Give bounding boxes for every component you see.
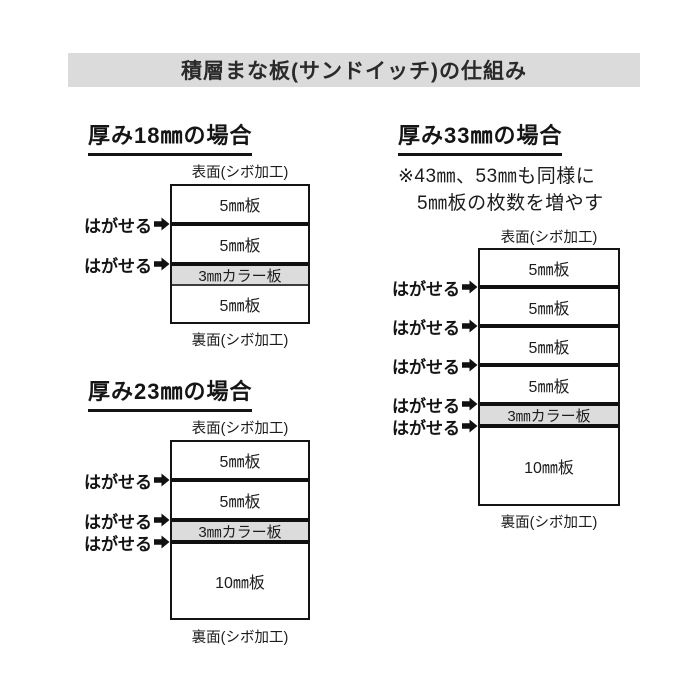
peel-seam-line	[172, 478, 308, 482]
right-block-arrow-icon	[154, 257, 170, 271]
back-surface-label: 裏面(シボ加工)	[191, 630, 289, 646]
layer-5mm: 5㎜板	[219, 454, 261, 471]
right-block-arrow-icon	[154, 473, 170, 487]
right-block-arrow-icon	[154, 535, 170, 549]
peel-seam-line	[480, 324, 618, 328]
section-33mm-heading: 厚み33㎜の場合	[398, 118, 563, 156]
peel-seam-line	[480, 363, 618, 367]
layer-10mm: 10㎜板	[215, 575, 265, 592]
peel-label: はがせる	[84, 216, 152, 236]
front-surface-label: 表面(シボ加工)	[191, 421, 289, 437]
peel-label: はがせる	[392, 418, 460, 438]
right-block-arrow-icon	[462, 419, 478, 433]
layer-5mm: 5㎜板	[219, 198, 261, 215]
back-surface-label: 裏面(シボ加工)	[191, 333, 289, 349]
peel-label: はがせる	[84, 512, 152, 532]
layer-10mm: 10㎜板	[524, 460, 574, 477]
peel-label: はがせる	[84, 534, 152, 554]
section-18mm-heading-wrap: 厚み18㎜の場合	[88, 118, 253, 156]
layer-3mm-color: 3㎜カラー板	[172, 522, 308, 541]
peel-row: はがせる	[84, 531, 170, 554]
right-block-arrow-icon	[462, 319, 478, 333]
section-23mm-heading: 厚み23㎜の場合	[88, 374, 253, 412]
layer-5mm: 5㎜板	[528, 300, 570, 318]
peel-row: はがせる	[84, 213, 170, 236]
peel-label: はがせる	[84, 256, 152, 276]
right-block-arrow-icon	[462, 358, 478, 372]
layer-5mm: 5㎜板	[219, 238, 261, 255]
peel-seam-line	[172, 518, 308, 522]
peel-seam-line	[480, 285, 618, 289]
back-surface-label: 裏面(シボ加工)	[500, 515, 598, 531]
peel-row: はがせる	[84, 509, 170, 532]
stack-diagram-23mm: 5㎜板 5㎜板 3㎜カラー板 10㎜板	[170, 440, 310, 620]
section-23mm-heading-wrap: 厚み23㎜の場合	[88, 374, 253, 412]
diagram-title-bar: 積層まな板(サンドイッチ)の仕組み	[68, 53, 640, 87]
layer-5mm: 5㎜板	[528, 339, 570, 357]
right-block-arrow-icon	[154, 217, 170, 231]
note-line-2: 5㎜板の枚数を増やす	[417, 193, 604, 214]
section-18mm-heading: 厚み18㎜の場合	[88, 118, 253, 156]
peel-row: はがせる	[392, 276, 478, 299]
stack-diagram-33mm: 5㎜板 5㎜板 5㎜板 5㎜板 3㎜カラー板 10㎜板	[478, 248, 620, 506]
peel-row: はがせる	[84, 253, 170, 276]
peel-row: はがせる	[392, 393, 478, 416]
peel-label: はがせる	[392, 279, 460, 299]
peel-label: はがせる	[392, 396, 460, 416]
peel-row: はがせる	[392, 315, 478, 338]
right-block-arrow-icon	[462, 280, 478, 294]
layer-5mm: 5㎜板	[219, 494, 261, 511]
right-block-arrow-icon	[154, 513, 170, 527]
layer-5mm: 5㎜板	[528, 378, 570, 396]
peel-label: はがせる	[392, 318, 460, 338]
stack-diagram-18mm: 5㎜板 5㎜板 3㎜カラー板 5㎜板	[170, 184, 310, 324]
layer-3mm-color: 3㎜カラー板	[172, 266, 308, 286]
front-surface-label: 表面(シボ加工)	[191, 165, 289, 181]
layer-3mm-color: 3㎜カラー板	[480, 406, 618, 425]
section-33mm-heading-wrap: 厚み33㎜の場合	[398, 118, 563, 156]
peel-seam-line	[172, 540, 308, 544]
layer-5mm: 5㎜板	[528, 261, 570, 279]
peel-row: はがせる	[392, 354, 478, 377]
peel-label: はがせる	[84, 472, 152, 492]
diagram-title: 積層まな板(サンドイッチ)の仕組み	[181, 60, 527, 83]
peel-label: はがせる	[392, 357, 460, 377]
layer-5mm: 5㎜板	[219, 298, 261, 315]
peel-row: はがせる	[84, 469, 170, 492]
peel-seam-line	[172, 262, 308, 266]
peel-seam-line	[172, 222, 308, 226]
right-block-arrow-icon	[462, 397, 478, 411]
peel-row: はがせる	[392, 415, 478, 438]
peel-seam-line	[480, 424, 618, 428]
peel-seam-line	[480, 402, 618, 406]
note-line-1: ※43㎜、53㎜も同様に	[398, 166, 596, 187]
front-surface-label: 表面(シボ加工)	[500, 230, 598, 246]
